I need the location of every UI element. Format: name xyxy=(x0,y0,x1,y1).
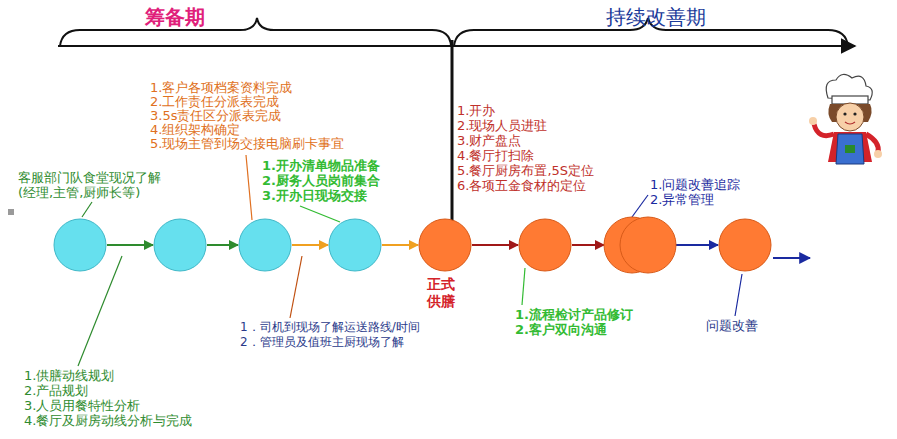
flow-arrow xyxy=(676,244,718,246)
circle-shape xyxy=(328,218,382,272)
chef-illustration xyxy=(809,74,882,164)
circle-shape xyxy=(153,218,207,272)
leader-line xyxy=(300,206,340,222)
flow-arrow xyxy=(773,257,810,259)
callout-text: 5.餐厅厨房布置,5S定位 xyxy=(457,163,594,178)
timeline-arrow xyxy=(58,45,855,47)
flow-arrow xyxy=(207,244,238,246)
note-text: 2．管理员及值班主厨现场了解 xyxy=(240,335,404,350)
flow-circle: 正式供膳1.开办2.现场人员进驻3.财产盘点4.餐厅打扫除5.餐厅厨房布置,5S… xyxy=(418,218,472,272)
flow-arrow xyxy=(472,244,518,246)
callout-text: 6.各项五金食材的定位 xyxy=(457,178,586,193)
callout-text: 3.人员用餐特性分析 xyxy=(24,398,140,413)
leader-line xyxy=(290,256,302,318)
callout-text: 4.餐厅及厨房动线分析与完成 xyxy=(24,413,192,428)
circle-shape xyxy=(718,218,772,272)
callout-text: 4.餐厅打扫除 xyxy=(457,148,534,163)
callout-text: 4.组织架构确定 xyxy=(150,122,240,137)
callout-text: 2.工作责任分派表完成 xyxy=(150,94,279,109)
callout-text: 5.现场主管到场交接电脑刷卡事宜 xyxy=(150,136,344,151)
callout-text: 2.异常管理 xyxy=(650,192,714,207)
callout-text: 1.问题改善追踪 xyxy=(650,177,740,192)
flow-arrow xyxy=(572,244,604,246)
bullet-mark xyxy=(8,209,14,215)
callout-text: 2.产品规划 xyxy=(24,383,88,398)
leader-line xyxy=(82,202,92,217)
flow-circle: 问题改善 xyxy=(718,218,772,272)
callout-text: 2.厨务人员岗前集合 xyxy=(262,173,380,188)
flow-circle: 客服部门队食堂现况了解 (经理,主管,厨师长等) xyxy=(53,218,107,272)
flow-arrow xyxy=(107,244,153,246)
note-text: 1．司机到现场了解运送路线/时间 xyxy=(240,320,420,335)
callout-text: 1.流程检讨产品修订 xyxy=(515,307,633,322)
phase-title: 筹备期 xyxy=(145,6,205,29)
phase-divider xyxy=(451,40,454,228)
circle-shape xyxy=(238,218,292,272)
callout-text: 3.开办日现场交接 xyxy=(262,188,367,203)
circle-shape xyxy=(518,218,572,272)
callout-text: 1.客户各项档案资料完成 xyxy=(150,80,292,95)
flow-arrow xyxy=(382,244,418,246)
callout-text: 1.供膳动线规划 xyxy=(24,368,114,383)
callout-text: 问题改善 xyxy=(706,318,758,333)
leader-line xyxy=(78,256,122,366)
callout-text: 1.开办清单物品准备 xyxy=(262,158,380,173)
flow-circle: 1.客户各项档案资料完成2.工作责任分派表完成3.5s责任区分派表完成4.组织架… xyxy=(238,218,292,272)
flow-circle: 1.流程检讨产品修订2.客户双向沟通 xyxy=(518,218,572,272)
flow-arrow xyxy=(292,244,328,246)
brace xyxy=(60,18,451,46)
callout-text: 2.客户双向沟通 xyxy=(515,322,607,337)
circle-shape xyxy=(53,218,107,272)
leader-line xyxy=(522,268,525,305)
leader-line xyxy=(735,274,742,316)
flow-circle: 1.开办清单物品准备2.厨务人员岗前集合3.开办日现场交接 xyxy=(328,218,382,272)
leader-line xyxy=(246,155,252,220)
circle-shape xyxy=(418,218,472,272)
phase-title: 持续改善期 xyxy=(606,6,706,29)
circle-shape xyxy=(604,215,676,275)
callout-text: 正式供膳 xyxy=(427,276,456,310)
flow-circle: 1.供膳动线规划2.产品规划3.人员用餐特性分析4.餐厅及厨房动线分析与完成 xyxy=(153,218,207,272)
callout-text: 1.开办 xyxy=(457,103,495,118)
callout-text: 2.现场人员进驻 xyxy=(457,118,547,133)
leader-line xyxy=(632,195,648,217)
callout-text: 3.财产盘点 xyxy=(457,133,521,148)
callout-text: 3.5s责任区分派表完成 xyxy=(150,108,281,123)
callout-text: 客服部门队食堂现况了解 (经理,主管,厨师长等) xyxy=(18,170,178,200)
flow-circle: 1.问题改善追踪2.异常管理 xyxy=(604,215,676,275)
